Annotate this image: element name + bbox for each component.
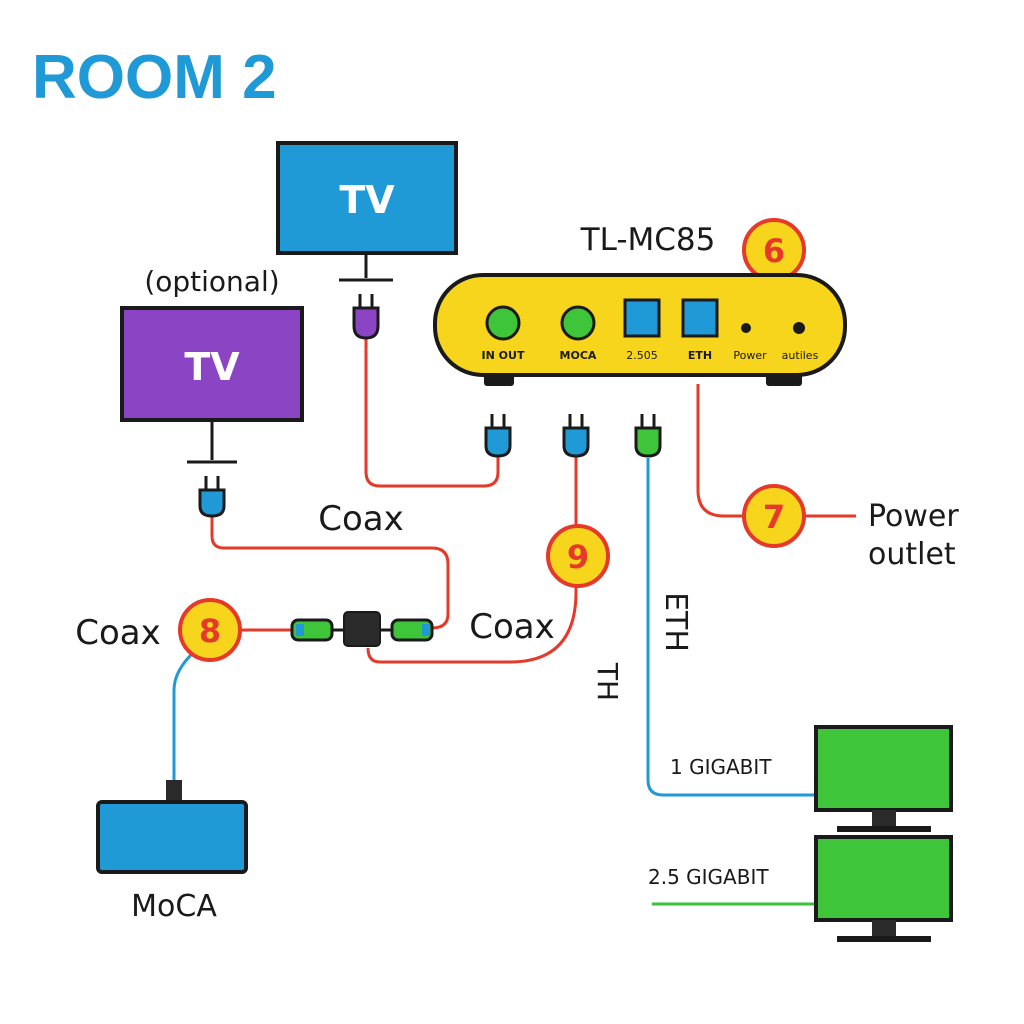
label-eth: ETH xyxy=(658,592,693,652)
moca-adapter xyxy=(96,780,248,874)
badge-7: 7 xyxy=(742,484,806,548)
svg-text:6: 6 xyxy=(763,232,785,270)
coax-cable-tv-to-inout xyxy=(364,338,500,488)
tv-main: TV xyxy=(276,141,458,282)
tv-main-label: TV xyxy=(339,178,395,222)
plug-tv-optional xyxy=(198,476,226,518)
plug-eth xyxy=(634,414,662,458)
badge-6: 6 xyxy=(742,218,806,282)
label-2-5-gigabit: 2.5 GIGABIT xyxy=(648,865,769,889)
computer-2-5-gigabit xyxy=(814,835,953,942)
computer-1-gigabit xyxy=(814,725,953,832)
label-moca: MoCA xyxy=(131,889,217,924)
badge-9: 9 xyxy=(546,524,610,588)
svg-text:8: 8 xyxy=(199,612,221,650)
port-eth xyxy=(681,298,719,338)
label-coax-upper: Coax xyxy=(318,499,404,539)
tv-optional-note: (optional) xyxy=(144,265,279,298)
label-th: TH xyxy=(591,662,624,701)
coax-cable-moca-to-splitter xyxy=(366,455,578,664)
label-1-gigabit: 1 GIGABIT xyxy=(670,755,772,779)
plug-moca xyxy=(562,414,590,458)
badge-8: 8 xyxy=(178,598,242,662)
power-cable xyxy=(696,384,856,518)
port-autiles xyxy=(793,322,805,334)
svg-text:7: 7 xyxy=(763,498,785,536)
label-power-outlet-2: outlet xyxy=(868,537,956,572)
eth-cable-1-gigabit xyxy=(646,458,818,797)
port-label-power: Power xyxy=(733,349,767,362)
splitter-body xyxy=(343,611,381,647)
label-coax-right: Coax xyxy=(469,607,555,647)
plug-in-out xyxy=(484,414,512,458)
coax-cable-optional-tv-to-splitter xyxy=(210,516,450,630)
port-label-in-out: IN OUT xyxy=(482,349,525,362)
port-power xyxy=(741,323,751,333)
port-moca xyxy=(560,305,596,341)
label-power-outlet-1: Power xyxy=(868,499,959,534)
plug-tv-main xyxy=(352,294,380,340)
tv-optional-label: TV xyxy=(184,345,240,389)
coax-splitter xyxy=(290,611,434,647)
moca-box-cable xyxy=(172,648,198,782)
port-label-autiles: autiles xyxy=(782,349,819,362)
port-in-out xyxy=(485,305,521,341)
svg-text:9: 9 xyxy=(567,538,589,576)
tv-optional: TV xyxy=(120,306,304,464)
port-label-moca: MOCA xyxy=(560,349,597,362)
device-name: TL-MC85 xyxy=(580,222,716,258)
device-tl-mc85: IN OUT MOCA 2.505 ETH Power autiles xyxy=(433,273,847,386)
diagram-title: ROOM 2 xyxy=(32,43,277,112)
port-2-5 xyxy=(623,298,661,338)
label-coax-left: Coax xyxy=(75,613,161,653)
port-label-eth: ETH xyxy=(688,349,712,362)
port-label-2-5: 2.505 xyxy=(626,349,658,362)
